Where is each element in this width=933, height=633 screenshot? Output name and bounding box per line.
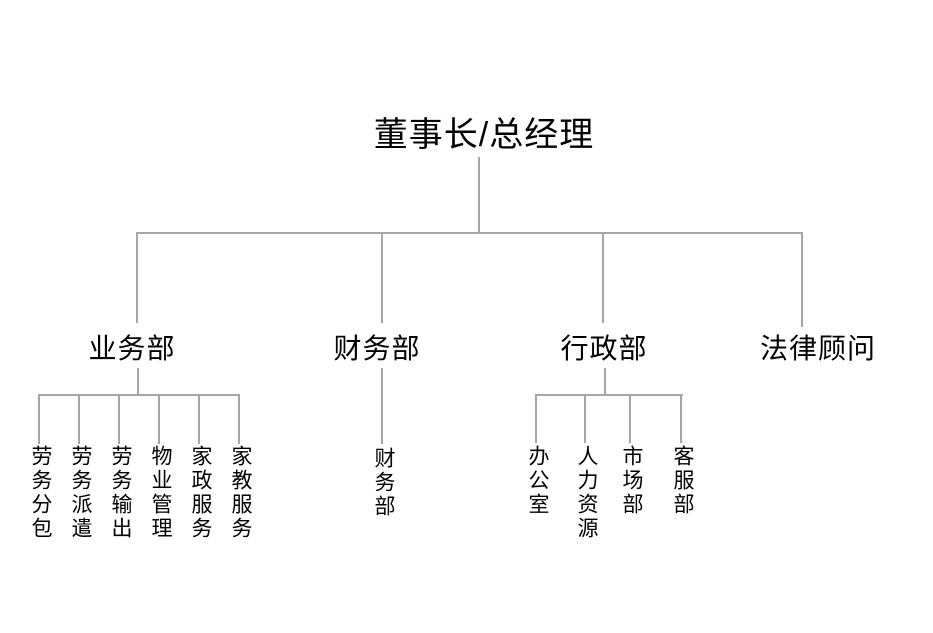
connector-drop-admin [602,232,604,323]
org-node-leaf-property-mgmt: 物业管理 [149,445,172,541]
connector-admin-child-drop [535,394,537,443]
connector-business-bar [38,394,240,396]
connector-admin-bar [535,394,683,396]
org-node-dept-legal: 法律顾问 [759,333,876,364]
org-node-leaf-labor-subcontract: 劳务分包 [29,445,52,541]
org-node-leaf-hr: 人力资源 [575,445,598,541]
org-node-leaf-marketing: 市场部 [620,445,643,517]
connector-drop-business [136,232,138,323]
connector-admin-child-drop [584,394,586,443]
org-node-dept-admin: 行政部 [560,333,648,364]
connector-drop-finance [381,232,383,323]
org-node-leaf-labor-export: 劳务输出 [109,445,132,541]
connector-business-child-drop [78,394,80,444]
connector-admin-child-drop [629,394,631,443]
org-node-leaf-customer-service: 客服部 [671,445,694,517]
org-node-leaf-housekeeping: 家政服务 [189,445,212,541]
org-node-leaf-finance: 财务部 [372,447,395,519]
connector-business-child-drop [198,394,200,444]
org-node-leaf-office: 办公室 [526,445,549,517]
org-node-root: 董事长/总经理 [373,116,595,154]
connector-root-stem [478,157,480,233]
connector-admin-child-drop [680,394,682,443]
connector-admin-stem [604,368,606,396]
connector-main-bar [136,232,803,234]
connector-business-child-drop [118,394,120,444]
connector-business-child-drop [38,394,40,444]
connector-business-stem [137,368,139,396]
org-node-dept-finance: 财务部 [333,333,421,364]
org-node-leaf-tutoring: 家教服务 [229,445,252,541]
connector-finance-stem [381,368,383,444]
connector-drop-legal [801,232,803,327]
connector-business-child-drop [238,394,240,444]
connector-business-child-drop [158,394,160,444]
org-node-dept-business: 业务部 [88,333,176,364]
org-node-leaf-labor-dispatch: 劳务派遣 [69,445,92,541]
